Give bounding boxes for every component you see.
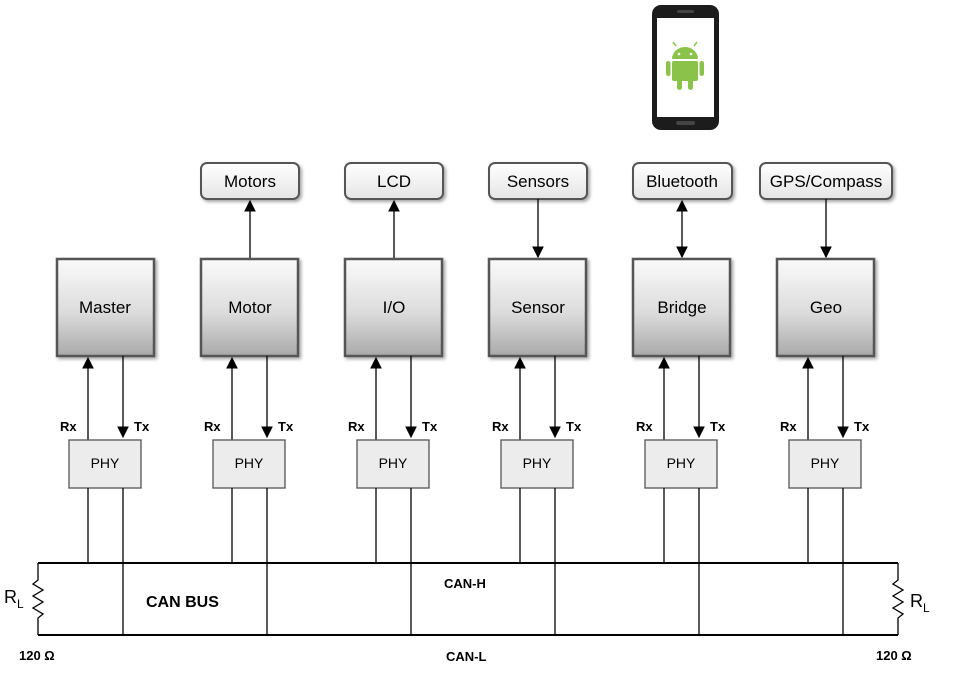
tx-label: Tx (566, 419, 582, 434)
peripheral-label: Sensors (507, 172, 569, 191)
bus-taps (87, 488, 844, 635)
can-l-label: CAN-L (446, 649, 486, 664)
rx-label: Rx (348, 419, 365, 434)
can-bus-title: CAN BUS (146, 594, 219, 611)
tx-label: Tx (278, 419, 294, 434)
peripheral-gps-compass: GPS/Compass (759, 162, 893, 200)
resistor-left (31, 563, 45, 635)
peripheral-bluetooth: Bluetooth (632, 162, 733, 200)
phy-label: PHY (667, 455, 696, 471)
can-h-label: CAN-H (444, 576, 486, 591)
rx-label: Rx (204, 419, 221, 434)
node-geo: Geo (775, 257, 876, 358)
rx-label: Rx (60, 419, 77, 434)
node-label: Bridge (657, 298, 706, 317)
resistor-left-label: RL (4, 587, 24, 611)
node-bridge: Bridge (631, 257, 732, 358)
peripheral-label: LCD (377, 172, 411, 191)
tx-label: Tx (134, 419, 150, 434)
node-motor: Motor (199, 257, 300, 358)
rx-label: Rx (636, 419, 653, 434)
node-label: Motor (228, 298, 272, 317)
peripheral-label: GPS/Compass (770, 172, 882, 191)
peripheral-label: Motors (224, 172, 276, 191)
node-label: Master (79, 298, 131, 317)
phy-motor: PHY (212, 439, 286, 489)
peripheral-sensors: Sensors (488, 162, 588, 200)
peripheral-lcd: LCD (344, 162, 444, 200)
resistor-right (891, 563, 905, 635)
phy-label: PHY (379, 455, 408, 471)
phy-label: PHY (235, 455, 264, 471)
phy-label: PHY (523, 455, 552, 471)
phy-geo: PHY (788, 439, 862, 489)
tx-label: Tx (710, 419, 726, 434)
node-master: Master (55, 257, 156, 358)
node-label: Sensor (511, 298, 565, 317)
android-phone-icon (652, 5, 719, 130)
rx-label: Rx (492, 419, 509, 434)
node-label: I/O (383, 298, 406, 317)
resistor-right-label: RL (910, 591, 930, 615)
peripheral-label: Bluetooth (646, 172, 718, 191)
phy-bridge: PHY (644, 439, 718, 489)
tx-label: Tx (422, 419, 438, 434)
node-io: I/O (343, 257, 444, 358)
resistor-left-value: 120 Ω (19, 648, 55, 663)
rx-label: Rx (780, 419, 797, 434)
peripheral-motors: Motors (200, 162, 300, 200)
node-label: Geo (810, 298, 842, 317)
android-robot-icon (666, 41, 704, 90)
resistor-right-value: 120 Ω (876, 648, 912, 663)
phy-io: PHY (356, 439, 430, 489)
phy-label: PHY (91, 455, 120, 471)
phy-master: PHY (68, 439, 142, 489)
tx-label: Tx (854, 419, 870, 434)
rx-tx-links (82, 356, 849, 440)
phy-sensor: PHY (500, 439, 574, 489)
phy-label: PHY (811, 455, 840, 471)
node-sensor: Sensor (487, 257, 588, 358)
